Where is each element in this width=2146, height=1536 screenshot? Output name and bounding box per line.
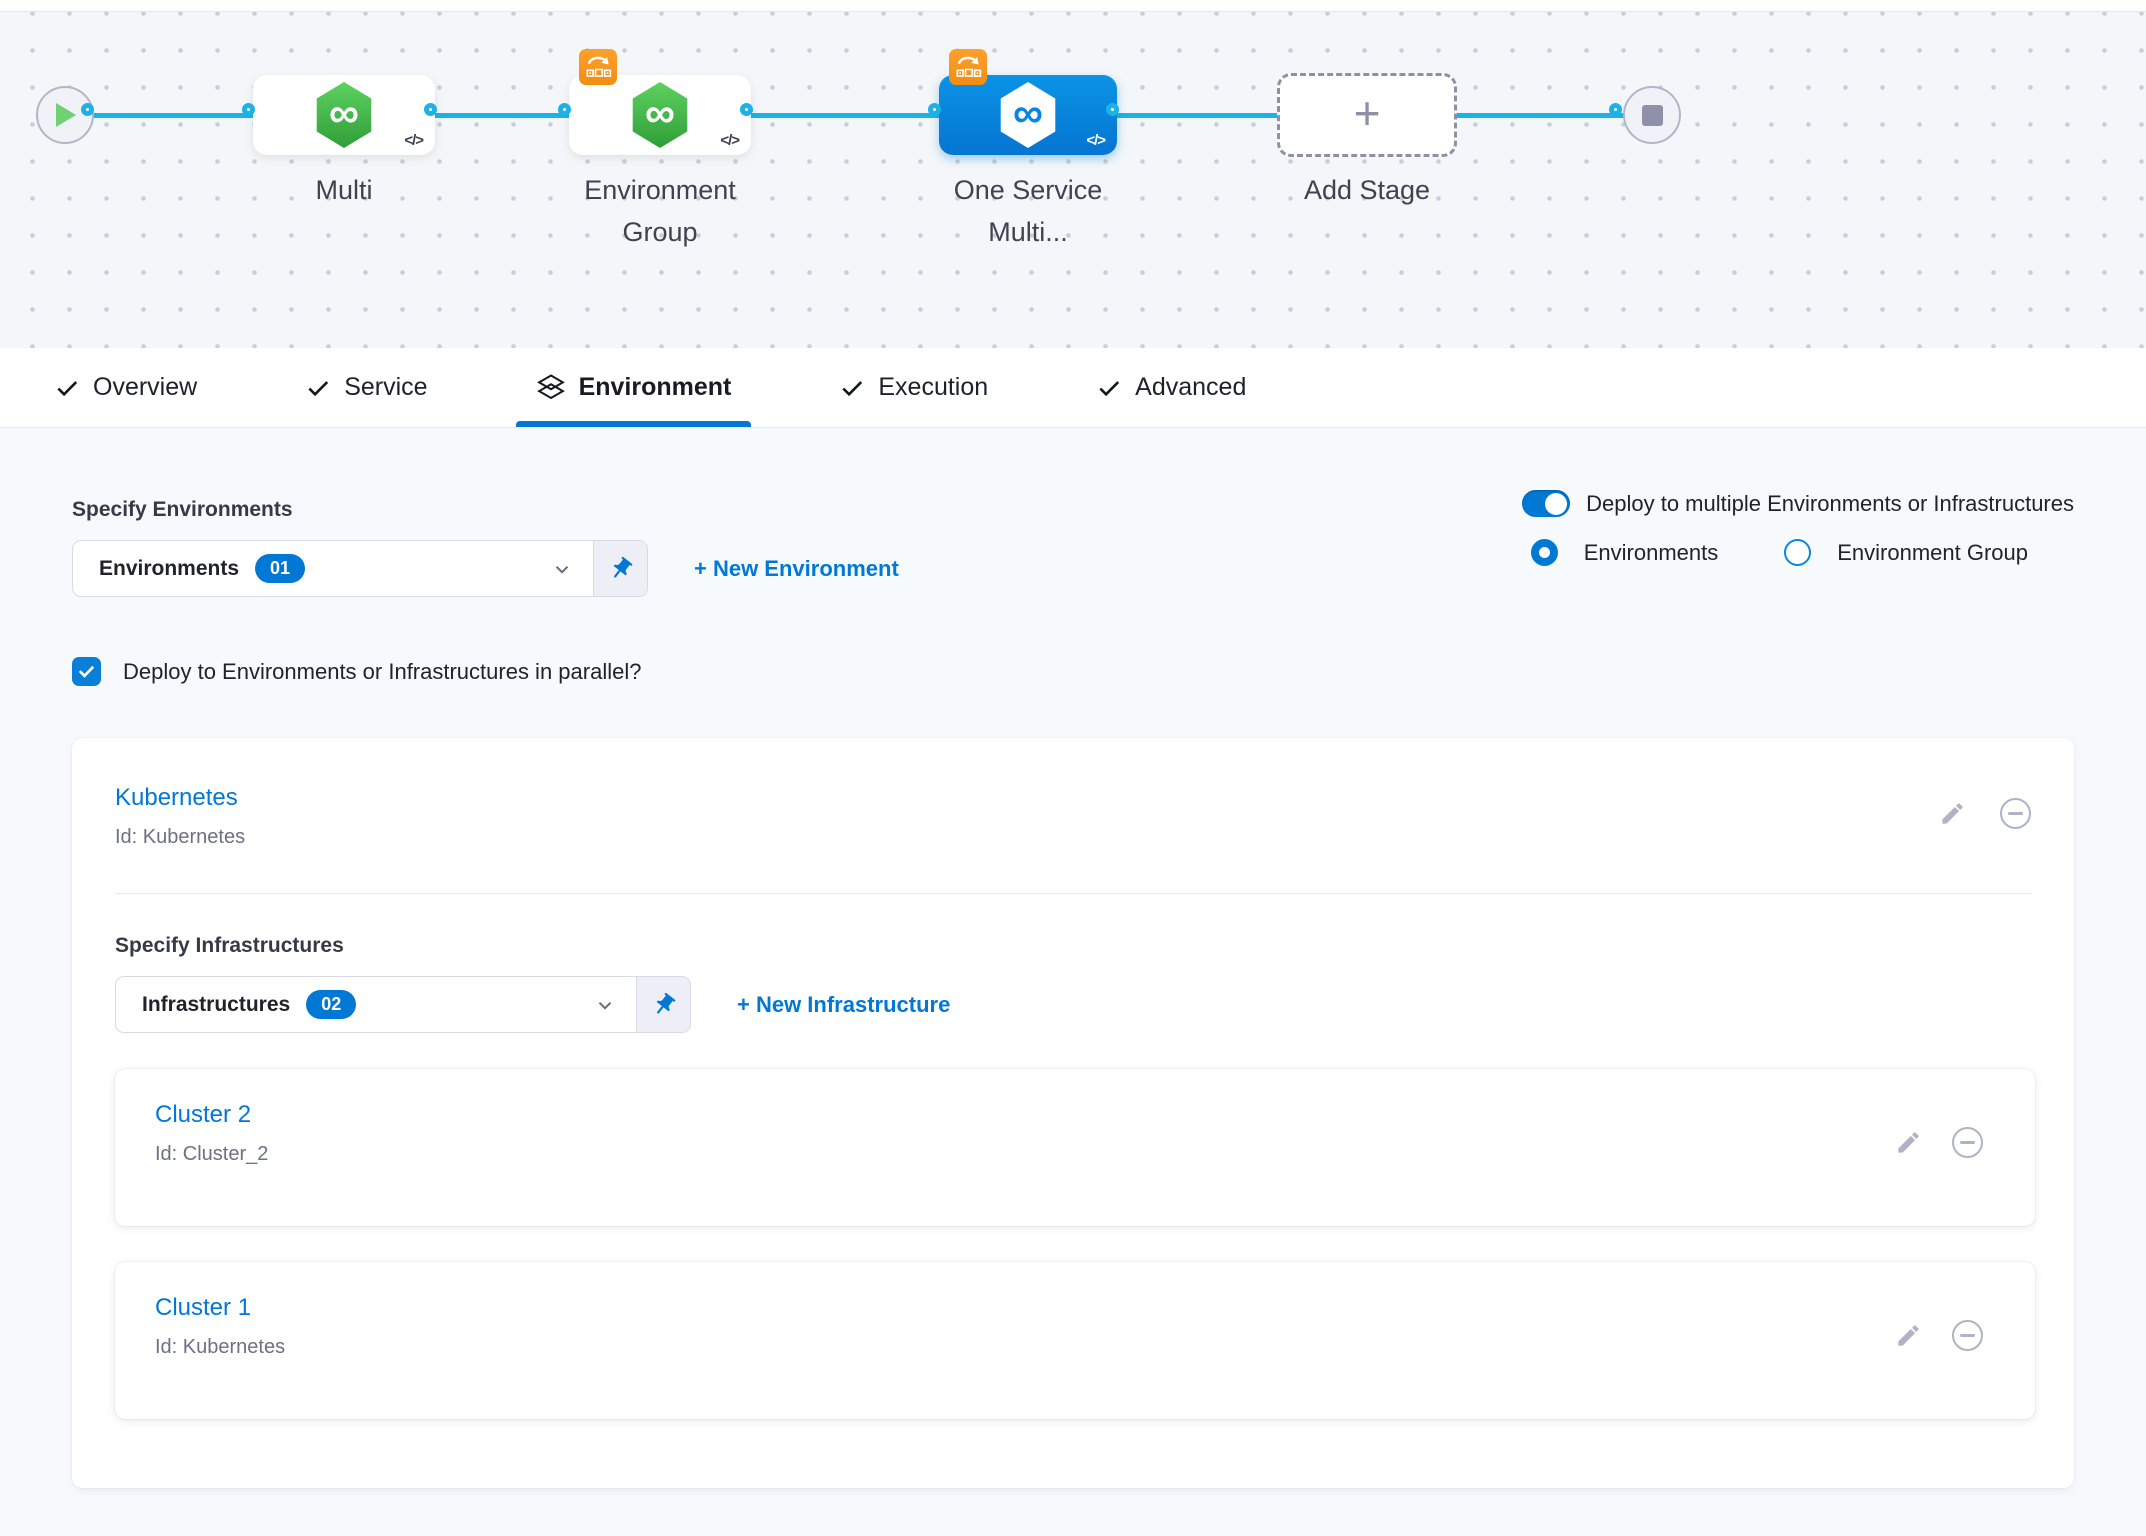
tab-execution[interactable]: Execution [825,348,1002,427]
check-icon [77,662,96,681]
environment-name-link[interactable]: Kubernetes [115,784,245,812]
rolling-deployment-badge-icon [579,49,617,85]
environments-dropdown-value: Environments [99,557,239,581]
environment-card-kubernetes: Kubernetes Id: Kubernetes Specify Infras… [72,738,2074,1488]
pushpin-icon [645,986,681,1022]
chevron-down-icon [551,558,573,580]
remove-infrastructure-button[interactable] [1952,1127,1983,1158]
infrastructure-name-link[interactable]: Cluster 1 [155,1294,285,1322]
radio-environments-label: Environments [1584,540,1719,566]
deploy-multiple-toggle[interactable] [1522,490,1570,517]
infrastructures-count-badge: 02 [306,990,356,1020]
check-icon [1096,375,1122,401]
stage-node-one-service-multi[interactable]: ∞ </> [939,75,1117,155]
infrastructure-card-cluster-2: Cluster 2 Id: Cluster_2 [115,1069,2035,1226]
minus-icon [1960,1141,1975,1144]
yaml-code-glyph: </> [1086,132,1105,149]
pin-environments-button[interactable] [593,541,647,596]
pipeline-canvas: ∞ </> Multi ∞ </> Environment Group [0,12,2146,348]
add-stage-label: Add Stage [1257,170,1477,212]
tab-advanced[interactable]: Advanced [1082,348,1260,427]
pencil-icon [1895,1129,1922,1156]
radio-environments[interactable] [1531,539,1558,566]
connector-port [81,103,94,116]
new-environment-link[interactable]: + New Environment [694,556,899,582]
add-stage-button[interactable]: + [1277,73,1457,157]
cd-stage-icon: ∞ [997,82,1059,148]
check-icon [54,375,80,401]
environment-id: Id: Kubernetes [115,826,245,849]
stage-label-one-service-multi: One Service Multi... [918,170,1138,254]
infrastructure-id: Id: Kubernetes [155,1336,285,1359]
specify-infrastructures-heading: Specify Infrastructures [115,934,2031,958]
remove-infrastructure-button[interactable] [1952,1320,1983,1351]
connector-port [242,103,255,116]
environments-count-badge: 01 [255,554,305,584]
infrastructure-name-link[interactable]: Cluster 2 [155,1101,268,1129]
yaml-code-glyph: </> [720,132,739,149]
cd-stage-icon: ∞ [313,82,375,148]
remove-environment-button[interactable] [2000,798,2031,829]
minus-icon [1960,1334,1975,1337]
connector-port [1609,103,1622,116]
play-icon [53,102,77,128]
infrastructure-card-cluster-1: Cluster 1 Id: Kubernetes [115,1262,2035,1419]
tab-service[interactable]: Service [291,348,441,427]
stage-tabbar: Overview Service Environment Execution A… [0,348,2146,428]
connector-port [558,103,571,116]
check-icon [305,375,331,401]
check-icon [839,375,865,401]
connector-port [1106,103,1119,116]
stage-label-environment-group: Environment Group [550,170,770,254]
top-strip [0,0,2146,12]
minus-icon [2008,812,2023,815]
connector-port [740,103,753,116]
environments-dropdown[interactable]: Environments 01 [72,540,648,597]
stage-node-multi[interactable]: ∞ </> [253,75,435,155]
connector-port [424,103,437,116]
stage-node-environment-group[interactable]: ∞ </> [569,75,751,155]
deploy-options-panel: Deploy to multiple Environments or Infra… [1522,490,2074,566]
yaml-code-glyph: </> [404,132,423,149]
stop-icon [1642,105,1663,126]
pin-infrastructures-button[interactable] [636,977,690,1032]
infrastructures-dropdown[interactable]: Infrastructures 02 [115,976,691,1033]
connector-port [928,103,941,116]
tab-overview[interactable]: Overview [40,348,211,427]
cd-stage-icon: ∞ [629,82,691,148]
new-infrastructure-link[interactable]: + New Infrastructure [737,992,950,1018]
pushpin-icon [602,550,638,586]
deploy-parallel-label: Deploy to Environments or Infrastructure… [123,659,641,685]
divider [115,893,2031,894]
radio-environment-group-label: Environment Group [1837,540,2028,566]
rolling-deployment-badge-icon [949,49,987,85]
deploy-multiple-toggle-label: Deploy to multiple Environments or Infra… [1586,491,2074,517]
deploy-parallel-checkbox[interactable] [72,657,101,686]
infrastructure-id: Id: Cluster_2 [155,1143,268,1166]
infrastructures-dropdown-value: Infrastructures [142,993,290,1017]
chevron-down-icon [594,994,616,1016]
environment-tab-content: Specify Environments Environments 01 + N… [0,428,2146,1536]
radio-environment-group[interactable] [1784,539,1811,566]
pipeline-end-node [1623,86,1681,144]
environment-layers-icon [536,373,566,403]
stage-label-multi: Multi [234,170,454,212]
edit-environment-button[interactable] [1939,800,1966,827]
edit-infrastructure-button[interactable] [1895,1322,1922,1349]
pencil-icon [1939,800,1966,827]
tab-environment[interactable]: Environment [522,348,746,427]
pencil-icon [1895,1322,1922,1349]
edit-infrastructure-button[interactable] [1895,1129,1922,1156]
